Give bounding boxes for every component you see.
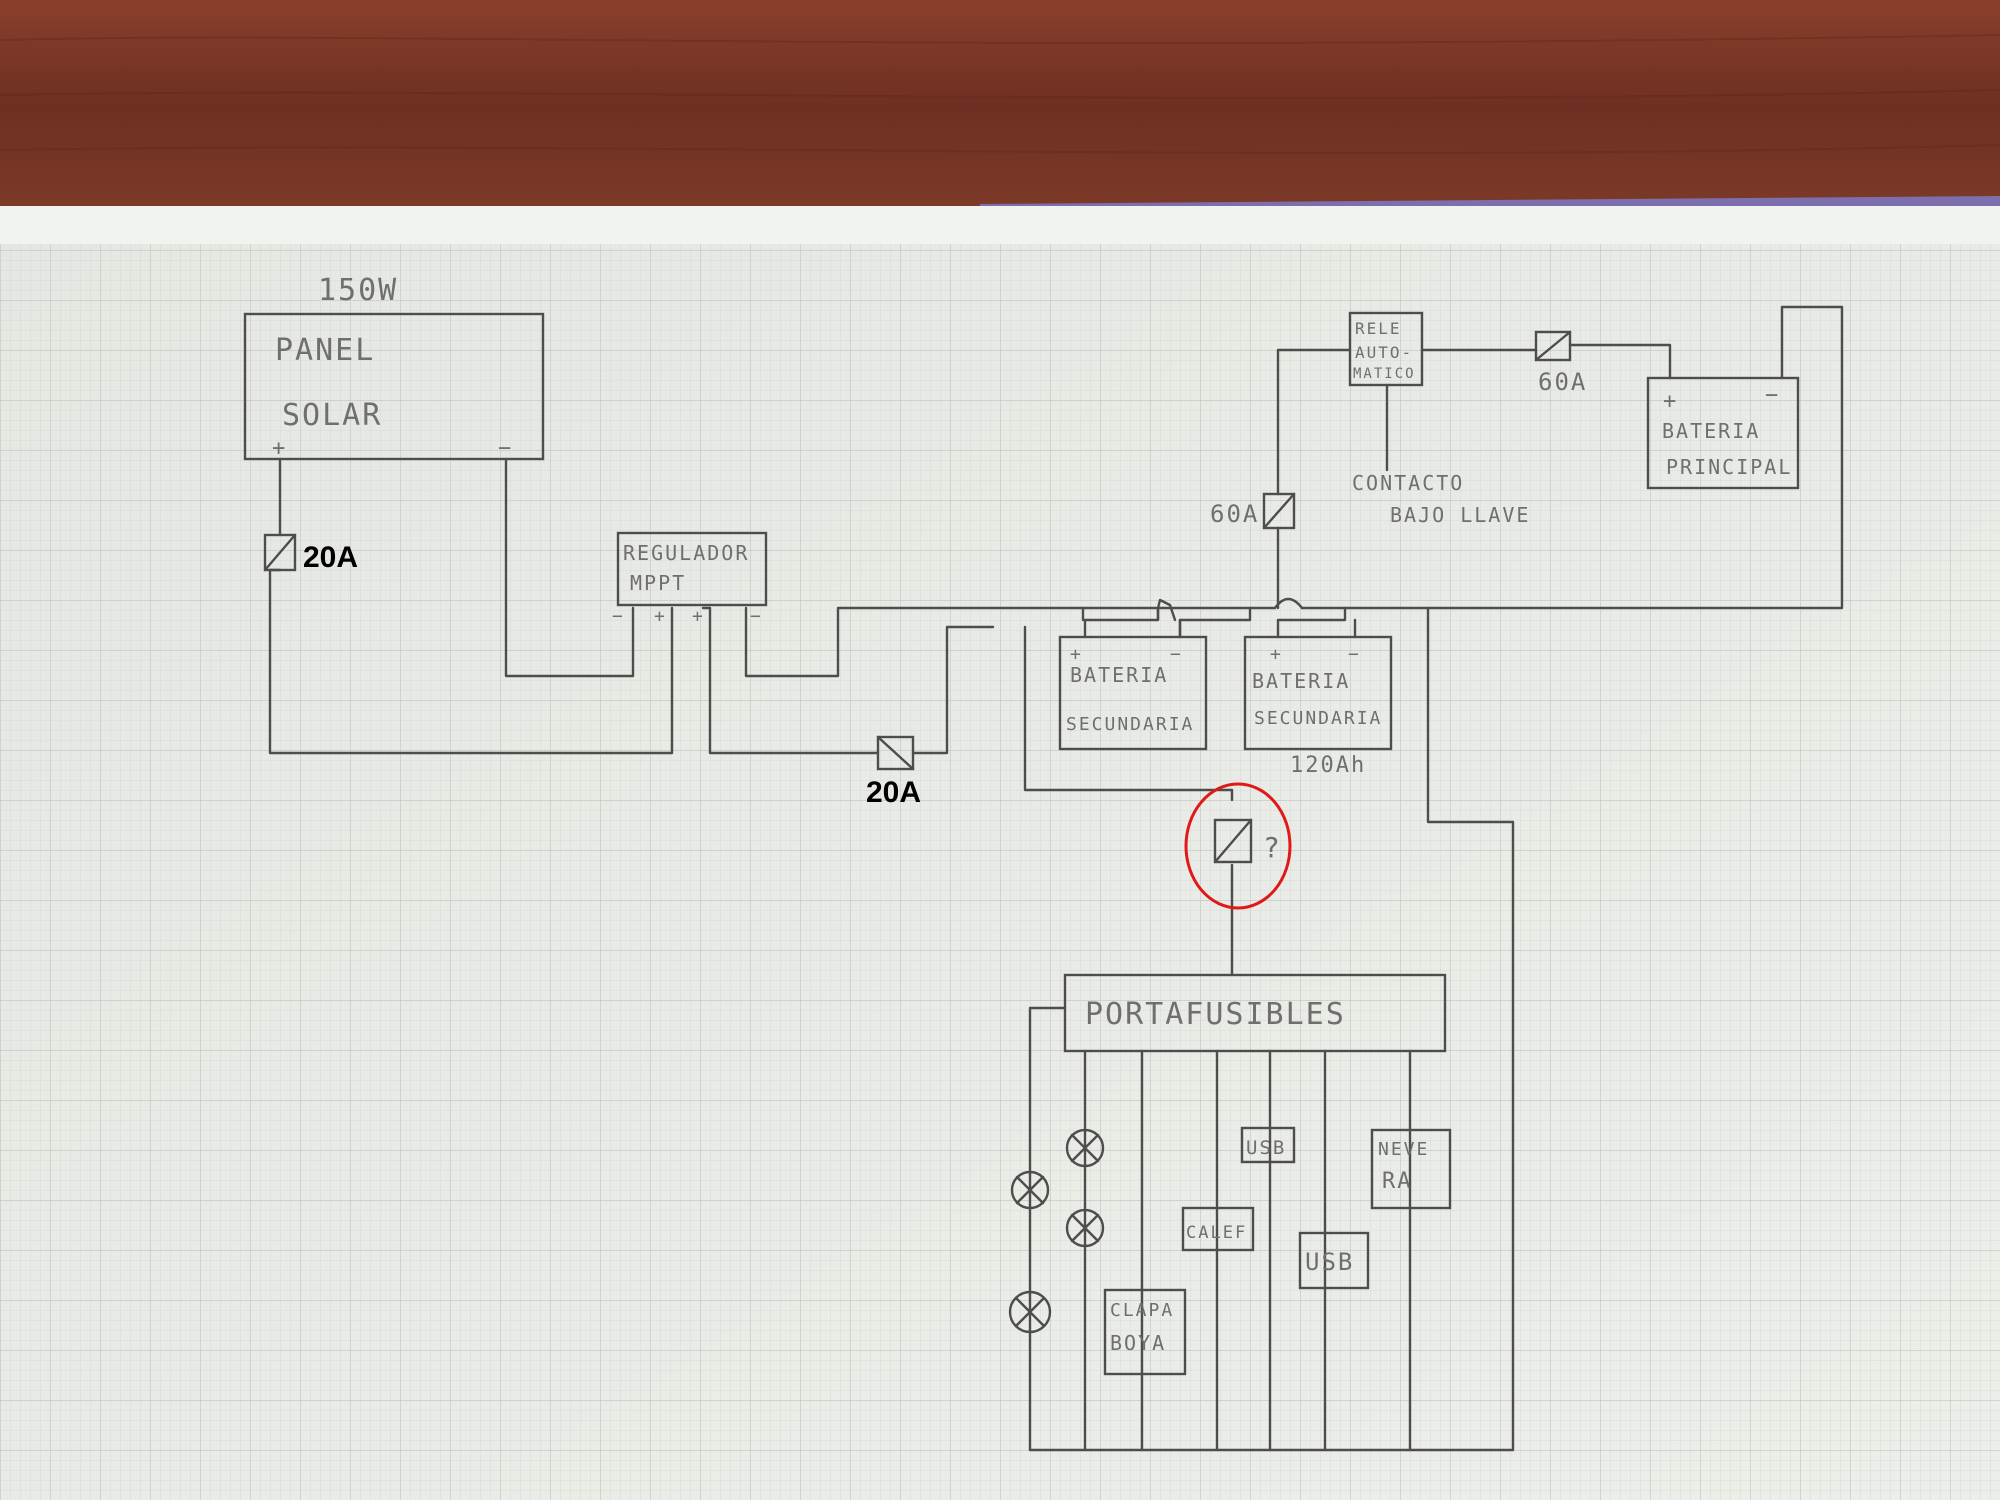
main-battery-minus: − [1765,383,1780,408]
bilge-pump-label-2: BOYA [1110,1331,1166,1355]
battery-a-plus: + [1070,644,1083,665]
battery-b-plus: + [1270,644,1283,665]
fuse-relay-right: 60A [1534,330,1587,396]
battery-b-minus: − [1348,644,1361,665]
grid [0,244,2000,1500]
lamp-icon [1010,1170,1050,1210]
panel-label-1: PANEL [275,333,375,368]
highlight-circle [1184,782,1292,910]
load-bilge-pump: CLAPA BOYA [1103,1288,1187,1376]
solar-panel: 150W PANEL SOLAR + − [243,273,545,461]
lamp-icon [1008,1290,1052,1334]
fuse-relay-right-label: 60A [1538,368,1587,396]
usb-top-label: USB [1246,1137,1286,1159]
bilge-pump-label-1: CLAPA [1110,1300,1174,1321]
main-battery-label-2: PRINCIPAL [1666,455,1792,479]
contact-label-1: CONTACTO [1352,471,1464,495]
fuse-panel-label: 20A [303,541,358,574]
fuse-regulator-out: 20A [866,735,921,809]
lamp-icon [1065,1208,1105,1248]
fuse-regulator-label: 20A [866,776,921,809]
fridge-label-2: RA [1382,1169,1413,1194]
wood-table [0,0,2000,215]
lamp-icon [1065,1128,1105,1168]
regulator-terminal-4: − [750,606,763,627]
regulator-terminal-3: + [692,606,705,627]
relay-label-3: MATICO [1353,366,1416,382]
fuse-box-label: PORTAFUSIBLES [1085,997,1346,1032]
wiring [268,305,1844,1452]
fuse-panel: 20A [263,533,358,574]
regulator-terminal-2: + [654,606,667,627]
load-fridge: NEVE RA [1370,1128,1452,1210]
regulator-label-2: MPPT [630,571,686,595]
load-usb-bottom: USB [1298,1231,1370,1290]
main-battery-plus: + [1663,389,1678,414]
fridge-label-1: NEVE [1378,1139,1429,1160]
main-battery: + − BATERIA PRINCIPAL [1646,376,1800,490]
battery-a-label-1: BATERIA [1070,663,1168,687]
ignition-contact: CONTACTO BAJO LLAVE [1352,471,1530,527]
secondary-battery-b: + − BATERIA SECUNDARIA 120Ah [1243,635,1393,778]
battery-b-capacity: 120Ah [1290,753,1366,778]
relay-automatic: RELE AUTO- MATICO [1348,311,1424,387]
battery-a-minus: − [1170,644,1183,665]
load-heater: CALEF [1181,1206,1255,1252]
relay-label-2: AUTO- [1355,343,1413,362]
fuse-unknown: ? [1184,782,1292,910]
regulator-mppt: REGULADOR MPPT − + + − [612,531,768,627]
panel-power: 150W [318,273,398,308]
panel-label-2: SOLAR [282,398,382,433]
battery-b-label-1: BATERIA [1252,669,1350,693]
usb-bottom-label: USB [1305,1248,1354,1276]
load-usb-top: USB [1240,1126,1296,1164]
panel-plus: + [272,436,287,461]
fuse-relay-left: 60A [1210,492,1296,530]
heater-label: CALEF [1186,1223,1247,1243]
secondary-battery-a: + − BATERIA SECUNDARIA [1058,635,1208,751]
panel-minus: − [498,436,513,461]
relay-label-1: RELE [1355,319,1402,338]
contact-label-2: BAJO LLAVE [1390,503,1530,527]
battery-b-label-2: SECUNDARIA [1254,708,1382,729]
main-battery-label-1: BATERIA [1662,419,1760,443]
battery-a-label-2: SECUNDARIA [1066,714,1194,735]
fuse-relay-left-label: 60A [1210,500,1259,528]
regulator-terminal-1: − [612,606,625,627]
regulator-label-1: REGULADOR [623,541,749,565]
fuse-unknown-label: ? [1263,831,1282,864]
fuse-box: PORTAFUSIBLES [1063,973,1447,1053]
